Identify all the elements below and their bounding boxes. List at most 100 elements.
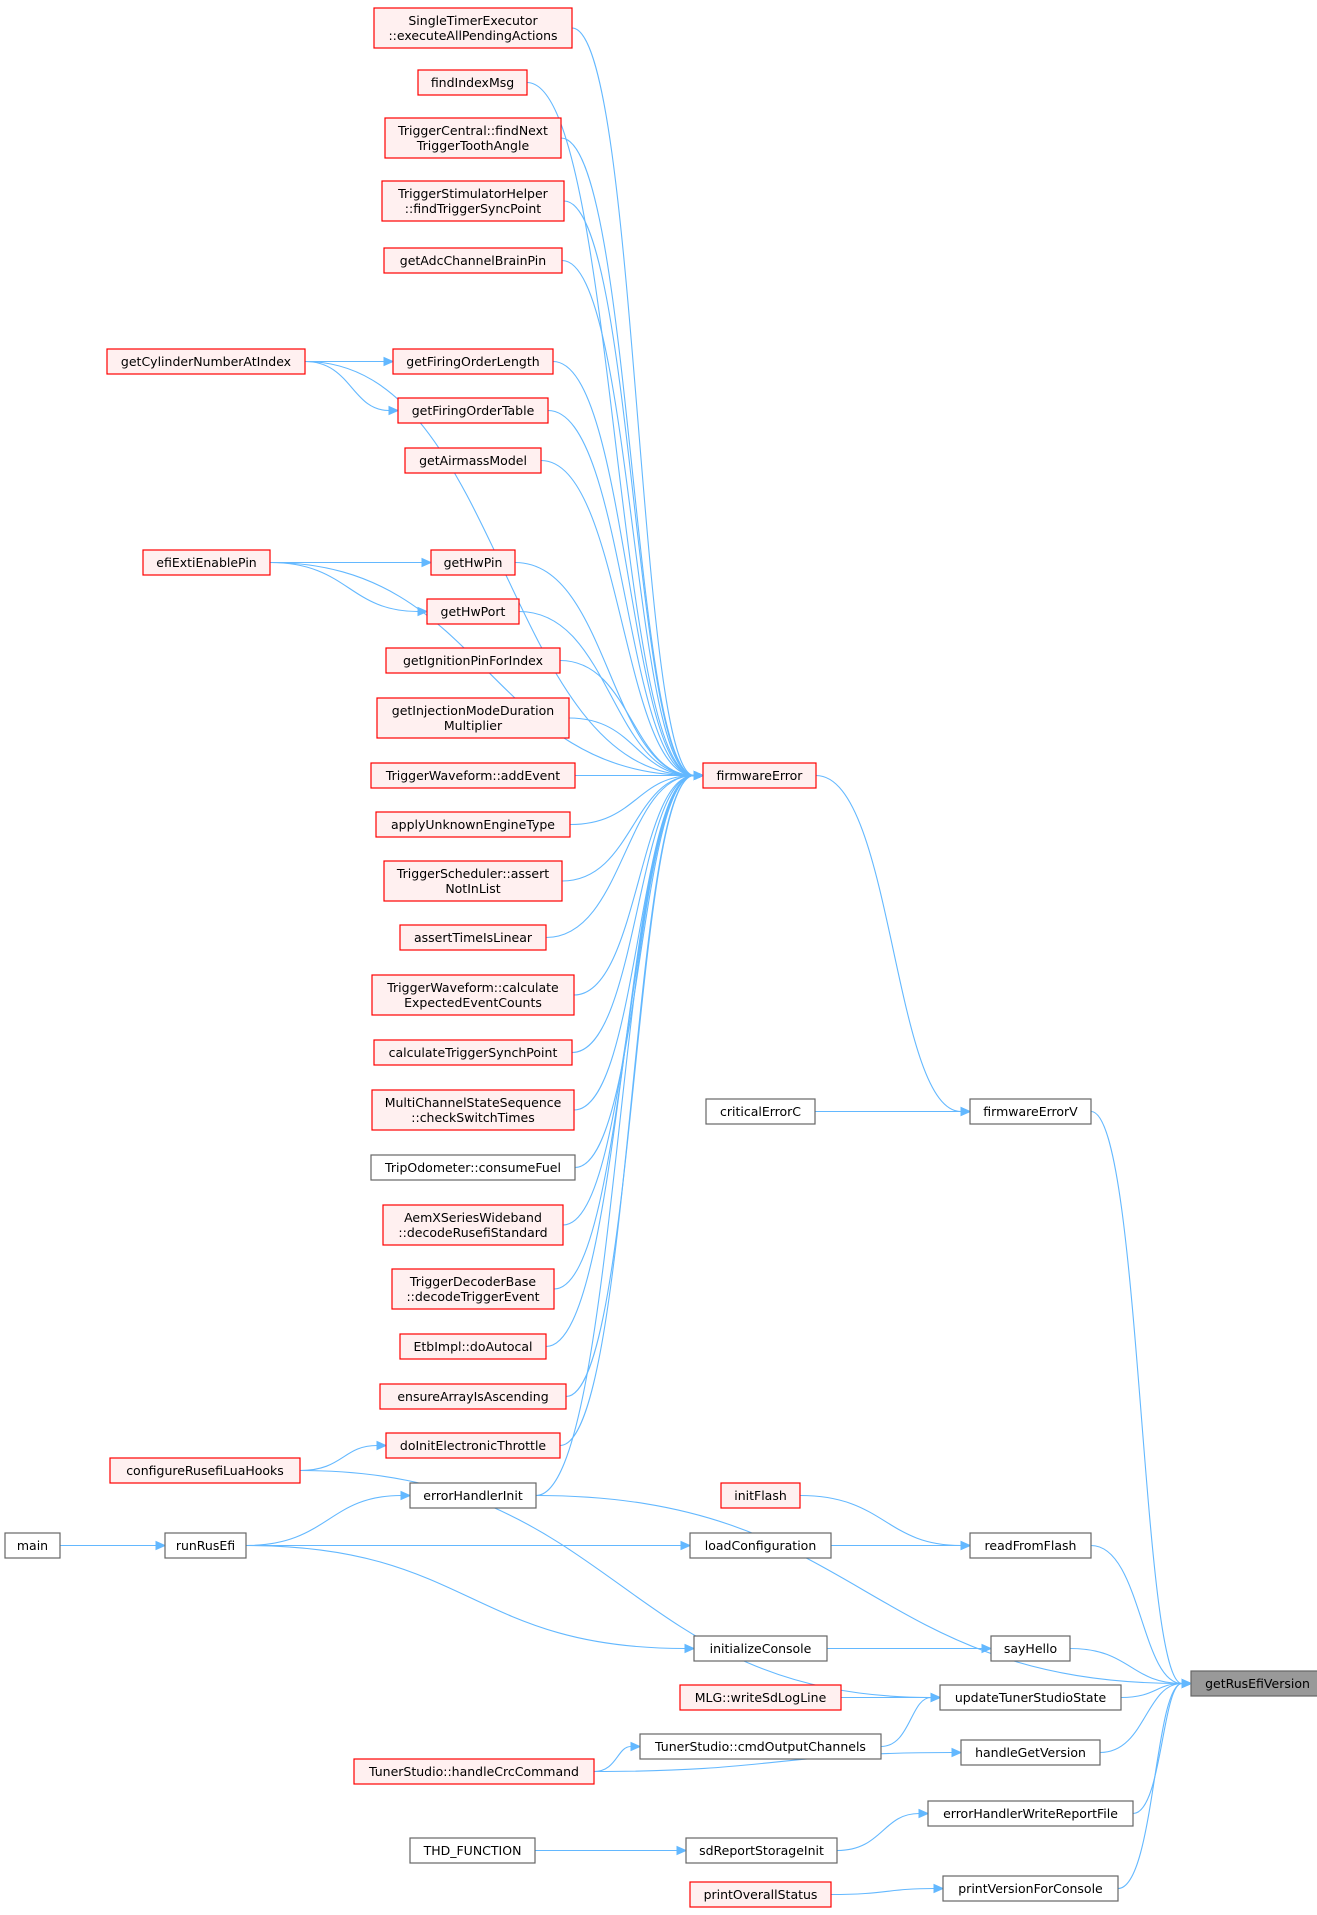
node-label: ::checkSwitchTimes bbox=[411, 1110, 534, 1125]
node-load-configuration[interactable]: loadConfiguration bbox=[689, 1532, 832, 1559]
node-label: main bbox=[17, 1538, 48, 1553]
node-label: printOverallStatus bbox=[704, 1887, 818, 1902]
node-get-firing-order-length[interactable]: getFiringOrderLength bbox=[392, 348, 554, 375]
node-get-adc-channel-brain-pin[interactable]: getAdcChannelBrainPin bbox=[383, 247, 563, 274]
node-box bbox=[370, 1154, 576, 1181]
node-box bbox=[430, 549, 516, 576]
node-sd-report-storage-init[interactable]: sdReportStorageInit bbox=[685, 1837, 838, 1864]
node-mlgwrite-sd-log-line[interactable]: MLG::writeSdLogLine bbox=[679, 1684, 842, 1711]
node-label: MLG::writeSdLogLine bbox=[695, 1690, 827, 1705]
node-box bbox=[353, 1758, 595, 1785]
edge-configure-rusefi-lua-hooks-to-do-init-electronic-throttle bbox=[299, 1444, 378, 1472]
node-apply-unknown-engine-type[interactable]: applyUnknownEngineType bbox=[375, 811, 571, 838]
node-box bbox=[383, 247, 563, 274]
node-error-handler-write-report-file[interactable]: errorHandlerWriteReportFile bbox=[927, 1800, 1134, 1827]
node-label: getHwPort bbox=[441, 604, 506, 619]
node-check-switch-times[interactable]: MultiChannelStateSequence::checkSwitchTi… bbox=[371, 1089, 575, 1131]
node-box bbox=[679, 1684, 842, 1711]
edge-read-from-flash-to-get-rus-efi-version bbox=[1090, 1544, 1183, 1685]
node-get-ignition-pin-for-index[interactable]: getIgnitionPinForIndex bbox=[385, 647, 561, 674]
node-assert-time-is-linear[interactable]: assertTimeIsLinear bbox=[399, 924, 547, 951]
node-firmware-error-v[interactable]: firmwareErrorV bbox=[969, 1098, 1092, 1125]
node-calculate-trigger-synch-point[interactable]: calculateTriggerSynchPoint bbox=[373, 1039, 573, 1066]
node-print-overall-status[interactable]: printOverallStatus bbox=[689, 1881, 832, 1908]
node-find-index-msg[interactable]: findIndexMsg bbox=[417, 69, 528, 96]
edge-run-rus-efi-to-initialize-console bbox=[245, 1544, 686, 1650]
node-get-firing-order-table[interactable]: getFiringOrderTable bbox=[397, 397, 549, 424]
node-run-rus-efi[interactable]: runRusEfi bbox=[164, 1532, 247, 1559]
node-find-trigger-sync-point[interactable]: TriggerStimulatorHelper::findTriggerSync… bbox=[381, 180, 565, 222]
node-label: getHwPin bbox=[444, 555, 503, 570]
node-critical-error-c[interactable]: criticalErrorC bbox=[705, 1098, 816, 1125]
node-print-version-for-console[interactable]: printVersionForConsole bbox=[942, 1875, 1119, 1902]
node-handle-get-version[interactable]: handleGetVersion bbox=[960, 1739, 1101, 1766]
edge-handle-crc-command-to-cmd-output-channels bbox=[593, 1745, 632, 1773]
edge-say-hello-to-get-rus-efi-version bbox=[1069, 1647, 1183, 1685]
node-get-rus-efi-version[interactable]: getRusEfiVersion bbox=[1190, 1670, 1317, 1697]
node-label: calculateTriggerSynchPoint bbox=[389, 1045, 558, 1060]
edge-get-cylinder-number-at-index-to-get-firing-order-table bbox=[304, 360, 390, 412]
node-box bbox=[376, 697, 570, 739]
node-label: Multiplier bbox=[444, 718, 503, 733]
node-add-event[interactable]: TriggerWaveform::addEvent bbox=[370, 762, 576, 789]
node-read-from-flash[interactable]: readFromFlash bbox=[969, 1532, 1092, 1559]
node-label: readFromFlash bbox=[985, 1538, 1077, 1553]
node-get-hw-pin[interactable]: getHwPin bbox=[430, 549, 516, 576]
edge-get-injection-mode-duration-multiplier-to-firmware-error bbox=[568, 717, 695, 777]
node-thd-function[interactable]: THD_FUNCTION bbox=[409, 1837, 536, 1864]
node-label: updateTunerStudioState bbox=[955, 1690, 1107, 1705]
arrowhead bbox=[918, 1808, 930, 1819]
node-label: getCylinderNumberAtIndex bbox=[121, 354, 291, 369]
node-label: AemXSeriesWideband bbox=[404, 1210, 542, 1225]
edge-calculate-expected-event-counts-to-firmware-error bbox=[573, 774, 695, 996]
node-decode-trigger-event[interactable]: TriggerDecoderBase::decodeTriggerEvent bbox=[391, 1268, 555, 1310]
node-label: TriggerCentral::findNext bbox=[397, 123, 548, 138]
node-label: handleGetVersion bbox=[975, 1745, 1086, 1760]
node-decode-rusefi-standard[interactable]: AemXSeriesWideband::decodeRusefiStandard bbox=[382, 1204, 564, 1246]
node-firmware-error[interactable]: firmwareError bbox=[702, 762, 817, 789]
node-ensure-array-is-ascending[interactable]: ensureArrayIsAscending bbox=[379, 1383, 567, 1410]
node-efi-exti-enable-pin[interactable]: efiExtiEnablePin bbox=[142, 549, 271, 576]
node-get-cylinder-number-at-index[interactable]: getCylinderNumberAtIndex bbox=[106, 348, 306, 375]
node-label: loadConfiguration bbox=[705, 1538, 817, 1553]
node-find-next-trigger-tooth-angle[interactable]: TriggerCentral::findNextTriggerToothAngl… bbox=[384, 117, 562, 159]
node-label: errorHandlerInit bbox=[423, 1488, 523, 1503]
node-box bbox=[370, 762, 576, 789]
node-get-hw-port[interactable]: getHwPort bbox=[426, 598, 520, 625]
edge-do-init-electronic-throttle-to-firmware-error bbox=[559, 774, 695, 1447]
node-label: TunerStudio::cmdOutputChannels bbox=[654, 1739, 866, 1754]
node-configure-rusefi-lua-hooks[interactable]: configureRusefiLuaHooks bbox=[109, 1457, 301, 1484]
node-box bbox=[382, 1204, 564, 1246]
node-box bbox=[399, 924, 547, 951]
node-main[interactable]: main bbox=[4, 1532, 61, 1559]
node-update-tuner-studio-state[interactable]: updateTunerStudioState bbox=[939, 1684, 1122, 1711]
node-label: findIndexMsg bbox=[431, 75, 514, 90]
edge-decode-rusefi-standard-to-firmware-error bbox=[562, 774, 695, 1226]
node-label: getRusEfiVersion bbox=[1205, 1676, 1310, 1691]
node-execute-all-pending-actions[interactable]: SingleTimerExecutor::executeAllPendingAc… bbox=[373, 7, 573, 49]
node-box bbox=[689, 1532, 832, 1559]
edge-firmware-error-v-to-get-rus-efi-version bbox=[1090, 1110, 1183, 1685]
node-error-handler-init[interactable]: errorHandlerInit bbox=[409, 1482, 537, 1509]
node-box bbox=[417, 69, 528, 96]
node-label: TriggerScheduler::assert bbox=[396, 866, 549, 881]
node-box bbox=[939, 1684, 1122, 1711]
node-label: ::decodeRusefiStandard bbox=[398, 1225, 547, 1240]
node-label: ::findTriggerSyncPoint bbox=[405, 201, 542, 216]
node-handle-crc-command[interactable]: TunerStudio::handleCrcCommand bbox=[353, 1758, 595, 1785]
node-do-init-electronic-throttle[interactable]: doInitElectronicThrottle bbox=[385, 1432, 561, 1459]
node-initialize-console[interactable]: initializeConsole bbox=[693, 1635, 828, 1662]
edge-get-ignition-pin-for-index-to-firmware-error bbox=[559, 659, 695, 777]
node-do-autocal[interactable]: EtbImpl::doAutocal bbox=[399, 1333, 547, 1360]
node-init-flash[interactable]: initFlash bbox=[720, 1482, 801, 1509]
node-say-hello[interactable]: sayHello bbox=[990, 1635, 1071, 1662]
node-get-airmass-model[interactable]: getAirmassModel bbox=[404, 447, 542, 474]
node-calculate-expected-event-counts[interactable]: TriggerWaveform::calculateExpectedEventC… bbox=[371, 974, 575, 1016]
node-cmd-output-channels[interactable]: TunerStudio::cmdOutputChannels bbox=[639, 1733, 882, 1760]
node-label: SingleTimerExecutor bbox=[408, 13, 538, 28]
node-consume-fuel[interactable]: TripOdometer::consumeFuel bbox=[370, 1154, 576, 1181]
node-box bbox=[109, 1457, 301, 1484]
